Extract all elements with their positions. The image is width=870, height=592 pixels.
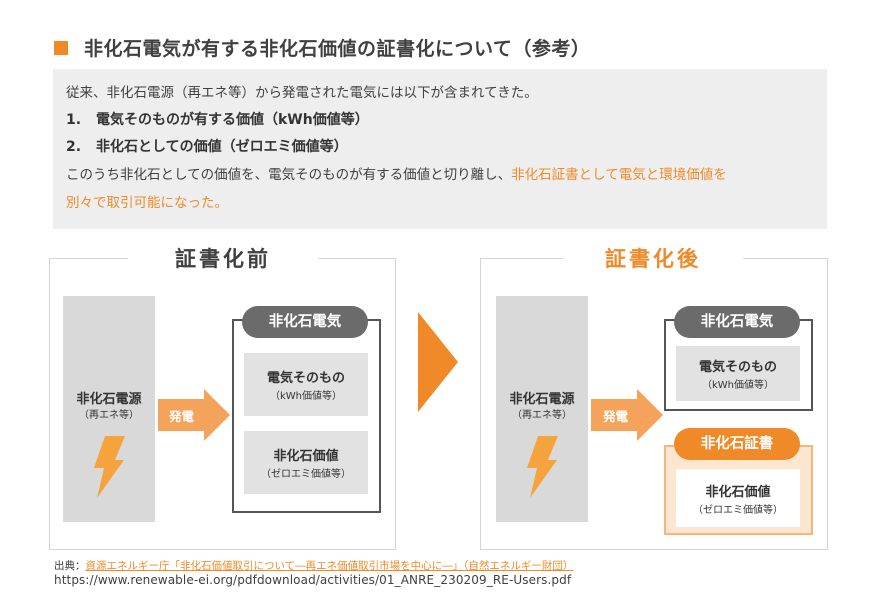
before-source-column: 非化石電源 （再エネ等） [63, 296, 155, 522]
footer-source: 出典：資源エネルギー庁「非化石価値取引について―再エネ価値取引市場を中心に―」（… [54, 558, 573, 573]
intro-line-5: 別々で取引可能になった。 [66, 195, 228, 211]
footer-source-prefix: 出典： [54, 560, 86, 572]
right-arrow-icon [591, 389, 663, 441]
after-title: 証書化後 [563, 246, 743, 272]
intro-item-1: 1. 電気そのものが有する価値（kWh価値等） [66, 109, 369, 129]
intro-item-2-text: 非化石としての価値（ゼロエミ価値等） [96, 139, 348, 155]
transition-arrow-icon [418, 312, 458, 412]
before-source-sub: （再エネ等） [79, 410, 139, 421]
after-box-electricity: 電気そのもの （kWh価値等） [676, 346, 800, 401]
before-box1-sub: （kWh価値等） [269, 391, 343, 402]
after-box2-main: 非化石価値 [705, 485, 771, 500]
after-box1-main: 電気そのもの [698, 360, 777, 375]
before-frame-title: 非化石電気 [242, 306, 368, 338]
intro-item-2-number: 2. [66, 139, 82, 155]
intro-item-2: 2. 非化石としての価値（ゼロエミ価値等） [66, 136, 348, 156]
footer-url[interactable]: https://www.renewable-ei.org/pdfdownload… [54, 573, 572, 587]
before-title: 証書化前 [128, 246, 318, 272]
before-box-electricity: 電気そのもの （kWh価値等） [244, 353, 368, 416]
before-box1-main: 電気そのもの [266, 371, 345, 386]
after-frame1-title: 非化石電気 [674, 306, 800, 338]
intro-line-4-plain: このうち非化石としての価値を、電気そのものが有する価値と切り離し、 [66, 167, 512, 183]
lightning-bolt-icon [527, 436, 558, 498]
after-box1-sub: （kWh価値等） [701, 380, 775, 391]
intro-item-1-number: 1. [66, 112, 82, 128]
before-arrow-label: 発電 [169, 409, 195, 424]
intro-item-1-text: 電気そのものが有する価値（kWh価値等） [96, 112, 369, 128]
intro-line-4-highlight: 非化石証書として電気と環境価値を [511, 167, 727, 183]
before-box2-sub: （ゼロエミ価値等） [261, 469, 351, 480]
before-box-nonfossil-value: 非化石価値 （ゼロエミ価値等） [244, 431, 368, 494]
after-source-sub: （再エネ等） [512, 410, 572, 421]
after-box-nonfossil-value: 非化石価値 （ゼロエミ価値等） [676, 469, 800, 527]
right-arrow-icon [158, 389, 230, 441]
lightning-bolt-icon [94, 436, 125, 498]
intro-line-1: 従来、非化石電源（再エネ等）から発電された電気には以下が含まれてきた。 [66, 85, 538, 101]
title-bullet-square [54, 41, 68, 55]
before-box2-main: 非化石価値 [273, 449, 339, 464]
intro-line-4: このうち非化石としての価値を、電気そのものが有する価値と切り離し、非化石証書とし… [66, 163, 727, 183]
intro-box [53, 69, 827, 229]
after-arrow-label: 発電 [603, 409, 629, 424]
footer-source-link[interactable]: 資源エネルギー庁「非化石価値取引について―再エネ価値取引市場を中心に―」（自然エ… [85, 560, 574, 572]
after-frame2-title: 非化石証書 [674, 428, 800, 460]
before-source-label: 非化石電源 [76, 392, 142, 407]
after-box2-sub: （ゼロエミ価値等） [693, 505, 783, 516]
after-source-label: 非化石電源 [509, 392, 575, 407]
after-source-column: 非化石電源 （再エネ等） [496, 296, 588, 522]
page-title: 非化石電気が有する非化石価値の証書化について（参考） [84, 38, 591, 60]
